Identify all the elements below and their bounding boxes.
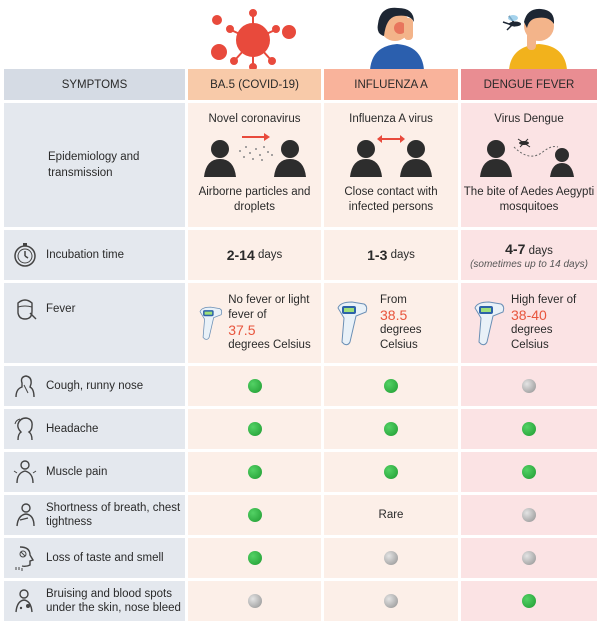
table-header-row: SYMPTOMS BA.5 (COVID-19) INFLUENZA A DEN… <box>4 69 600 100</box>
dengue-incubation-range: 4-7 <box>505 240 526 257</box>
mosquito-transmission-icon <box>480 138 574 177</box>
influenza-fever-value: 38.5 <box>380 307 408 323</box>
table-row-breath: Shortness of breath, chest tightness Rar… <box>4 495 600 535</box>
covid-fever-post: degrees Celsius <box>228 339 311 351</box>
symptom-label: Shortness of breath, chest tightness <box>46 502 181 528</box>
bruise-icon <box>15 589 33 613</box>
influenza-absent-dot <box>384 594 398 608</box>
comparison-table: SYMPTOMS BA.5 (COVID-19) INFLUENZA A DEN… <box>4 69 600 621</box>
thermometer-icon <box>199 306 223 340</box>
influenza-present-dot <box>384 379 398 393</box>
taste-smell-icon <box>15 546 35 571</box>
symptom-label: Loss of taste and smell <box>46 552 164 564</box>
cough-icon <box>15 375 35 398</box>
covid-incubation-range: 2-14 <box>226 247 255 263</box>
thermometer-icon <box>474 301 505 346</box>
covid-present-dot <box>247 551 262 565</box>
contact-transmission-icon <box>350 135 432 177</box>
airborne-transmission-icon <box>203 133 306 177</box>
dengue-present-dot <box>522 594 536 608</box>
dengue-absent-dot <box>522 379 536 393</box>
dengue-transmission: The bite of Aedes Aegypti mosquitoes <box>463 186 595 213</box>
influenza-transmission: Close contact with infected persons <box>344 186 438 213</box>
covid-present-dot <box>247 422 262 436</box>
influenza-incubation-unit: days <box>390 249 415 261</box>
header-influenza: INFLUENZA A <box>324 69 458 100</box>
table-row-bruising: Bruising and blood spots under the skin,… <box>4 581 600 621</box>
header-covid: BA.5 (COVID-19) <box>188 69 321 100</box>
thermometer-icon <box>337 301 368 346</box>
influenza-incubation-range: 1-3 <box>367 247 388 263</box>
stopwatch-icon <box>14 243 36 267</box>
fever-face-icon <box>17 299 37 320</box>
table-row-taste-smell: Loss of taste and smell <box>4 538 600 578</box>
virus-icon <box>211 9 296 70</box>
dengue-fever-post: degrees Celsius <box>511 324 553 351</box>
mosquito-man-icon <box>502 8 567 70</box>
table-row-fever: Fever No fever or light fever of 37.5 de… <box>4 283 600 363</box>
dengue-fever-pre: High fever of <box>511 294 577 306</box>
covid-present-dot <box>247 465 262 479</box>
header-symptoms: SYMPTOMS <box>4 69 185 100</box>
covid-fever-value: 37.5 <box>228 322 256 338</box>
dengue-incubation-note: (sometimes up to 14 days) <box>470 258 588 270</box>
symptom-label: Headache <box>46 423 99 435</box>
table-row-cough: Cough, runny nose <box>4 366 600 406</box>
covid-fever-pre: No fever or light fever of <box>228 294 310 321</box>
covid-agent: Novel coronavirus <box>208 113 301 125</box>
header-dengue: DENGUE FEVER <box>461 69 597 100</box>
influenza-present-dot <box>384 465 398 479</box>
dengue-agent: Virus Dengue <box>494 113 564 125</box>
symptom-label: Cough, runny nose <box>46 380 144 392</box>
symptom-label: Bruising and blood spots under the skin,… <box>46 588 181 614</box>
headache-icon <box>14 417 33 441</box>
covid-transmission: Airborne particles and droplets <box>198 186 311 213</box>
dengue-fever-value: 38-40 <box>511 307 547 323</box>
influenza-fever-pre: From <box>380 294 407 306</box>
table-row-incubation: Incubation time 2-14 days 1-3 days 4-7 d… <box>4 230 600 280</box>
influenza-absent-dot <box>384 551 398 565</box>
covid-present-dot <box>247 379 262 393</box>
influenza-fever-post: degrees Celsius <box>380 324 422 351</box>
table-row-headache: Headache <box>4 409 600 449</box>
dengue-present-dot <box>522 422 536 436</box>
dengue-absent-dot <box>522 551 536 565</box>
table-row-epidemiology: Epidemiology and transmission Novel coro… <box>4 103 600 227</box>
covid-incubation-unit: days <box>257 249 283 261</box>
fever-label: Fever <box>46 303 76 315</box>
sick-woman-icon <box>370 7 424 70</box>
influenza-present-dot <box>384 422 398 436</box>
influenza-agent: Influenza A virus <box>349 113 433 125</box>
dengue-present-dot <box>522 465 536 479</box>
covid-absent-dot <box>247 594 262 608</box>
dengue-absent-dot <box>522 508 536 522</box>
symptom-label: Muscle pain <box>46 466 108 478</box>
epidemiology-label: Epidemiology and transmission <box>48 151 140 179</box>
breathing-icon <box>16 503 35 527</box>
table-row-muscle-pain: Muscle pain <box>4 452 600 492</box>
influenza-rare-text: Rare <box>378 509 404 521</box>
dengue-incubation-unit: days <box>528 244 553 257</box>
covid-present-dot <box>247 508 262 522</box>
incubation-label: Incubation time <box>46 249 124 261</box>
muscle-pain-icon <box>13 460 37 484</box>
